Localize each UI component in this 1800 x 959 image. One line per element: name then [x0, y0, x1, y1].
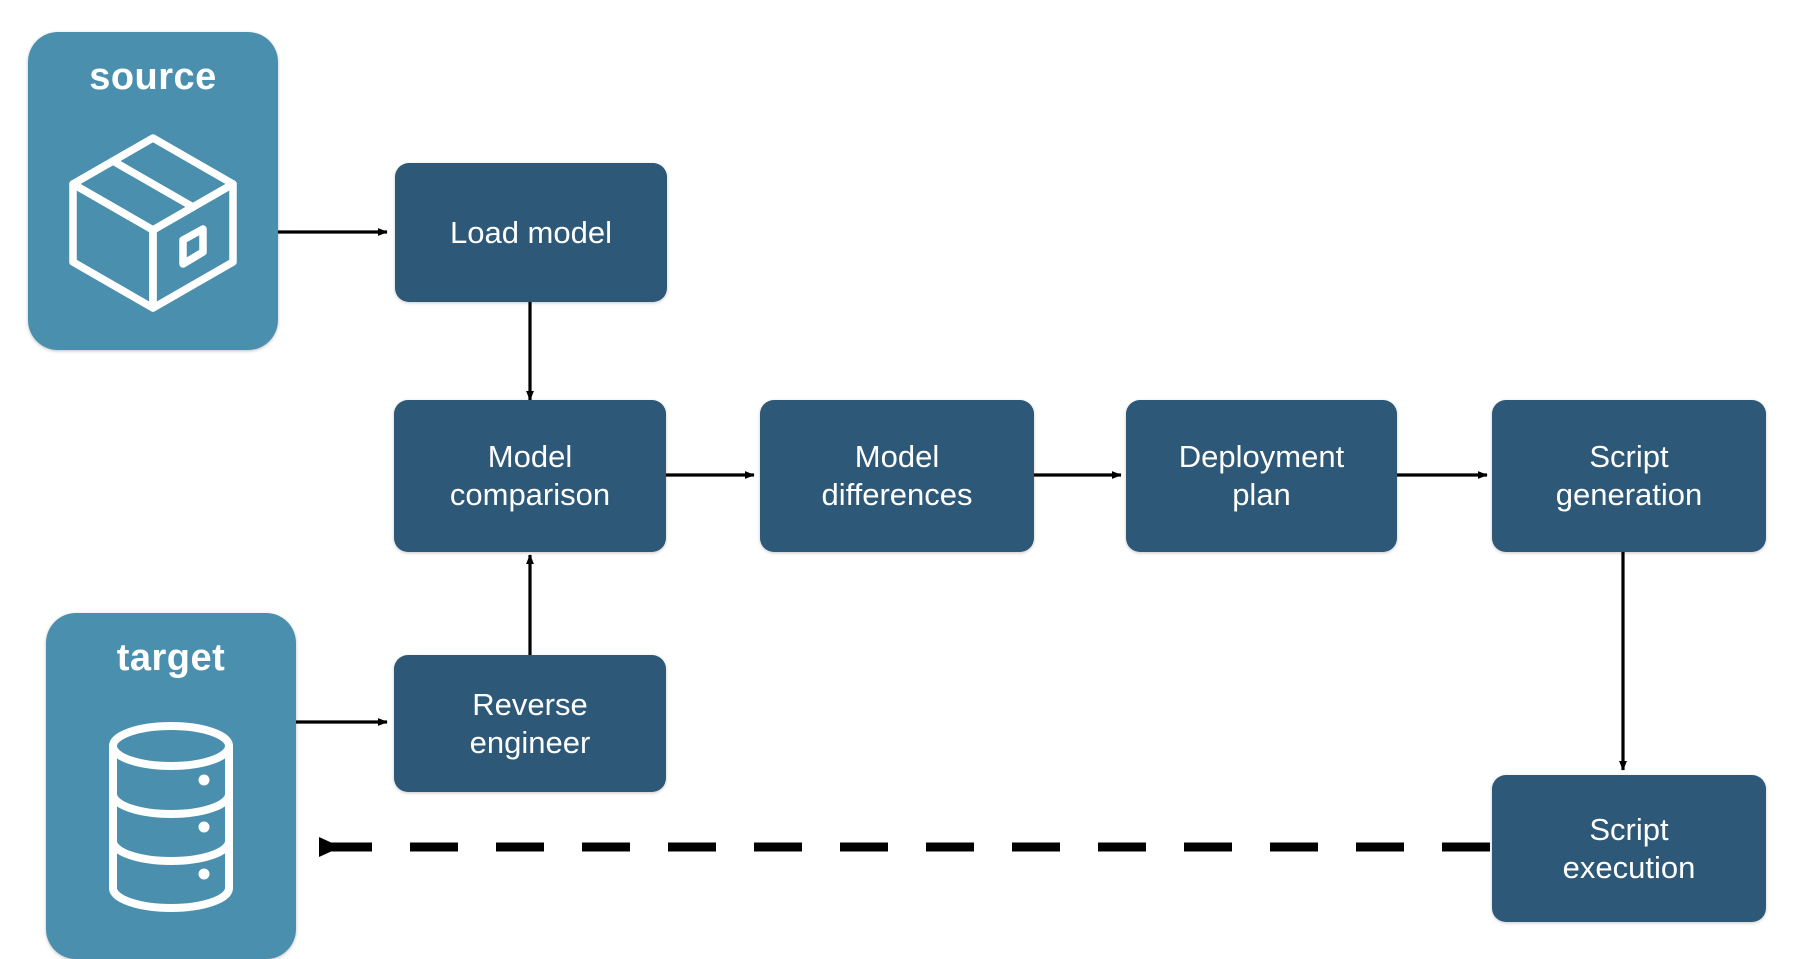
- process-box-script-execution[interactable]: Script execution: [1492, 775, 1766, 922]
- endpoint-card-target[interactable]: target: [46, 613, 296, 959]
- package-box-icon: [28, 96, 278, 350]
- database-cylinder-icon: [46, 677, 296, 959]
- endpoint-title-target: target: [116, 637, 226, 679]
- process-label-deployment-plan: Deployment plan: [1178, 439, 1345, 512]
- process-label-script-execution: Script execution: [1562, 811, 1696, 885]
- process-box-load-model[interactable]: Load model: [395, 163, 667, 302]
- process-label-script-generation: Script generation: [1555, 439, 1703, 512]
- process-label-reverse-engineer: Reverse engineer: [469, 686, 591, 760]
- process-label-model-comparison: Model comparison: [449, 439, 611, 512]
- endpoint-card-source[interactable]: source: [28, 32, 278, 350]
- process-box-model-comparison[interactable]: Model comparison: [394, 400, 666, 552]
- endpoint-title-source: source: [89, 56, 217, 98]
- process-box-reverse-engineer[interactable]: Reverse engineer: [394, 655, 666, 792]
- process-box-deployment-plan[interactable]: Deployment plan: [1126, 400, 1397, 552]
- process-box-script-generation[interactable]: Script generation: [1492, 400, 1766, 552]
- process-box-model-differences[interactable]: Model differences: [760, 400, 1034, 552]
- process-label-model-differences: Model differences: [821, 439, 973, 512]
- process-label-load-model: Load model: [449, 214, 612, 250]
